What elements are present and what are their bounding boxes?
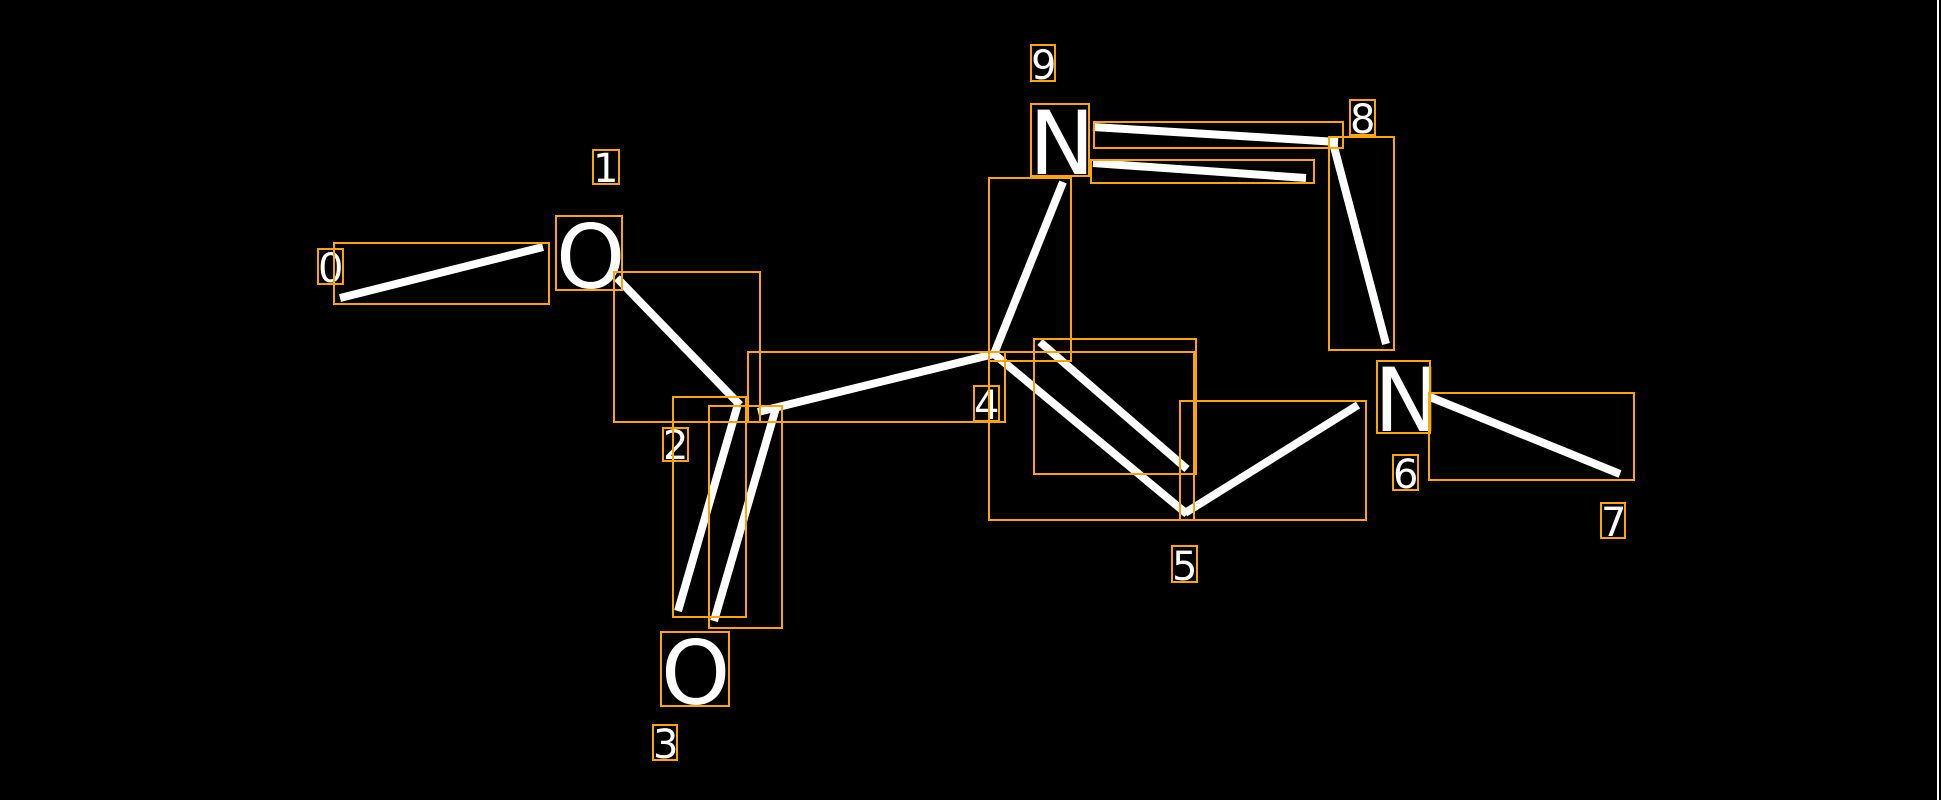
bbox-bond-0-1 [333,242,550,305]
bbox-bond-9-8-b [1090,159,1315,184]
bond-0-1 [339,243,544,302]
bbox-index-4 [973,385,1000,422]
bbox-index-0 [317,248,344,285]
atom-n9: N [1029,92,1095,195]
bbox-atom-n9 [1030,103,1090,177]
bbox-bond-1-2 [613,271,761,423]
bbox-bond-5-6 [1179,400,1367,521]
index-label-9: 9 [1031,43,1056,89]
bbox-index-5 [1171,545,1198,583]
bbox-bond-9-8-a [1093,121,1344,149]
bbox-index-7 [1600,502,1626,539]
bond-2-4 [757,350,995,416]
bbox-bond-6-7 [1428,392,1635,481]
bond-5-6 [1182,401,1361,517]
bbox-index-2 [662,427,689,462]
bond-1-2 [614,275,743,408]
index-label-0: 0 [318,246,343,292]
bond-8-6 [1329,141,1390,346]
bbox-bond-4-9 [988,177,1072,362]
bond-6-7 [1428,393,1622,478]
bond-9-8-a [1092,123,1339,146]
bbox-bond-2-4 [747,351,1006,423]
bbox-bond-8-6 [1328,136,1395,351]
bbox-index-1 [592,149,620,185]
bounding-boxes [317,44,1635,761]
bbox-bond-4-5-b [1033,338,1197,475]
index-label-2: 2 [663,423,688,469]
bbox-index-6 [1392,454,1419,491]
bbox-index-9 [1030,44,1056,82]
bond-4-5-b [1037,338,1190,473]
index-label-6: 6 [1393,452,1418,498]
bond-4-5-a [991,350,1190,518]
index-label-1: 1 [593,146,618,192]
index-label-3: 3 [653,722,678,768]
bond-4-9 [990,180,1067,356]
index-label-7: 7 [1601,500,1626,546]
bond-9-8-b [1092,159,1307,182]
bbox-bond-4-5-a [988,351,1195,521]
bbox-index-8 [1349,99,1376,136]
bbox-atom-o3 [660,631,730,707]
bbox-index-3 [652,724,678,761]
index-label-5: 5 [1172,544,1197,590]
bbox-bond-2-3-b [708,405,783,629]
atom-o3: O [661,622,730,725]
bbox-atom-o1 [555,215,623,291]
